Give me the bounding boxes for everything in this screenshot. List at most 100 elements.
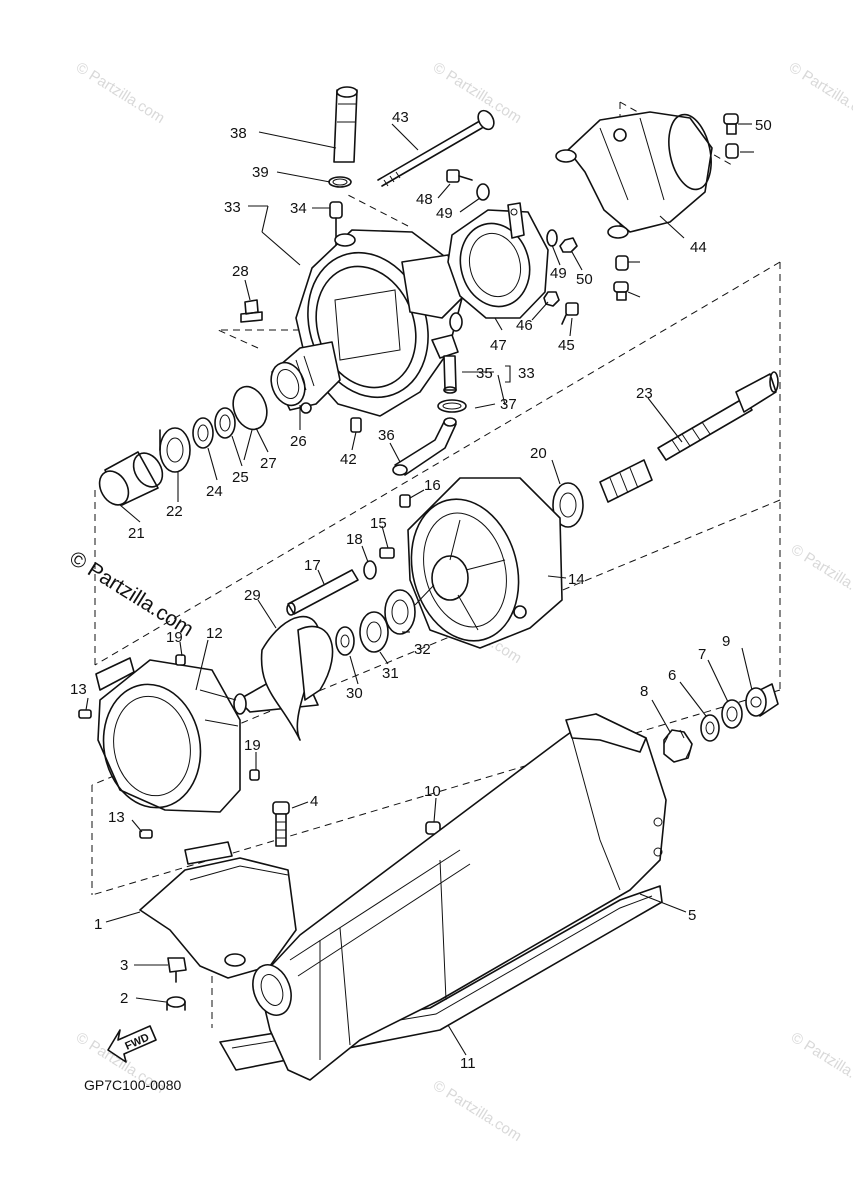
part-25-shaft bbox=[657, 371, 779, 461]
callout-45: 47 bbox=[490, 337, 507, 354]
callout-21: 31 bbox=[382, 665, 399, 682]
part-37-clamp bbox=[328, 176, 352, 188]
callout-38: 36 bbox=[378, 427, 395, 444]
callout-19: 19 bbox=[244, 737, 261, 754]
part-32-washer bbox=[335, 626, 355, 656]
callout-40: 42 bbox=[340, 451, 357, 468]
part-12-stator-housing bbox=[95, 657, 241, 813]
callout-39: 37 bbox=[500, 396, 517, 413]
leader-lines bbox=[85, 123, 754, 1056]
part-50-collar bbox=[725, 143, 739, 159]
callout-16: 16 bbox=[424, 477, 441, 494]
part-47-washer bbox=[476, 183, 490, 201]
callout-3: 3 bbox=[120, 957, 128, 974]
part-13-pin bbox=[139, 829, 153, 839]
part-31-impeller bbox=[233, 615, 334, 741]
part-19-pin bbox=[175, 654, 186, 666]
callout-27: 25 bbox=[232, 469, 249, 486]
callout-32: 30 bbox=[346, 685, 363, 702]
part-5-duct bbox=[252, 713, 667, 1081]
callout-15: 15 bbox=[370, 515, 387, 532]
group-brackets bbox=[505, 365, 511, 383]
part-38-hose bbox=[392, 417, 457, 476]
part-21-seal bbox=[359, 611, 389, 653]
callout-20: 20 bbox=[530, 445, 547, 462]
part-7-bearing bbox=[721, 699, 743, 729]
part-20-bearing bbox=[552, 482, 584, 528]
callout-5: 5 bbox=[688, 907, 696, 924]
callouts: 38 39 43 33 34 28 48 49 49 50 46 45 47 4… bbox=[70, 109, 772, 1093]
part-24-bearing bbox=[159, 427, 191, 473]
callout-13: 13 bbox=[70, 681, 87, 698]
callout-29: 27 bbox=[260, 455, 277, 472]
part-14-impeller-housing bbox=[407, 477, 563, 649]
part-40-pin bbox=[350, 417, 362, 433]
callout-9: 9 bbox=[722, 633, 730, 650]
callout-28: 26 bbox=[290, 433, 307, 450]
part-45-bracket bbox=[447, 202, 549, 319]
callout-8: 8 bbox=[640, 683, 648, 700]
callout-1: 1 bbox=[94, 916, 102, 933]
part-35-fitting bbox=[443, 355, 457, 394]
part-16-pin bbox=[399, 494, 411, 508]
callout-43: 45 bbox=[558, 337, 575, 354]
callout-34: 34 bbox=[290, 200, 307, 217]
part-28-nozzle bbox=[270, 341, 341, 414]
part-18-washer bbox=[363, 560, 377, 580]
callout-35: 35 bbox=[476, 365, 493, 382]
part-19-pin bbox=[249, 769, 260, 781]
callout-30: 28 bbox=[232, 263, 249, 280]
watermark-center: © Partzilla.com bbox=[65, 547, 197, 641]
part-34-fitting bbox=[329, 201, 343, 246]
callout-18: 18 bbox=[346, 531, 363, 548]
part-47-washer bbox=[546, 229, 558, 247]
part-15-pin bbox=[379, 547, 395, 559]
watermark: © Partzilla.com bbox=[788, 1029, 853, 1097]
part-4-bolt bbox=[272, 801, 290, 847]
part-39-clamp bbox=[437, 399, 467, 413]
callout-47: 49 bbox=[436, 205, 453, 222]
part-50-collar bbox=[615, 255, 629, 271]
part-13-pin bbox=[78, 709, 92, 719]
part-48-nut bbox=[559, 237, 578, 253]
callout-4: 4 bbox=[310, 793, 318, 810]
callout-36: 38 bbox=[230, 125, 247, 142]
part-29-o-ring bbox=[232, 385, 268, 431]
part-25-spline-end bbox=[599, 459, 653, 503]
part-2-washer bbox=[166, 996, 186, 1011]
part-42-reverse-bucket bbox=[555, 111, 713, 239]
part-46-bolt bbox=[446, 169, 473, 183]
part-30-bolt bbox=[240, 299, 263, 323]
part-36-hose bbox=[333, 86, 358, 163]
part-6-seal bbox=[700, 714, 720, 742]
callout-19: 19 bbox=[166, 629, 183, 646]
callout-17: 17 bbox=[304, 557, 321, 574]
watermark: © Partzilla.com bbox=[430, 1077, 525, 1145]
part-8-gear bbox=[663, 729, 693, 763]
callout-42: 44 bbox=[690, 239, 707, 256]
callout-23: 21 bbox=[128, 525, 145, 542]
watermark: © Partzilla.com bbox=[786, 59, 853, 127]
callout-46: 48 bbox=[416, 191, 433, 208]
part-23-sleeve bbox=[98, 451, 164, 506]
callout-33: 33 bbox=[224, 199, 241, 216]
fwd-label: FWD bbox=[123, 1032, 151, 1053]
part-17-rod bbox=[286, 569, 359, 616]
part-9-cap bbox=[745, 683, 779, 717]
callout-44: 46 bbox=[516, 317, 533, 334]
part-26-seal bbox=[192, 417, 214, 449]
callout-14: 14 bbox=[568, 571, 585, 588]
callout-31: 29 bbox=[244, 587, 261, 604]
watermark: © Partzilla.com bbox=[430, 59, 525, 127]
callout-2: 2 bbox=[120, 990, 128, 1007]
callout-13: 13 bbox=[108, 809, 125, 826]
callout-7: 7 bbox=[698, 646, 706, 663]
watermark: © Partzilla.com bbox=[788, 541, 853, 609]
watermark: © Partzilla.com bbox=[73, 59, 168, 127]
part-3-bolt bbox=[167, 957, 187, 983]
part-49-bolt bbox=[723, 113, 739, 135]
callout-22: 32 bbox=[414, 641, 431, 658]
part-22-bearing bbox=[384, 589, 416, 635]
